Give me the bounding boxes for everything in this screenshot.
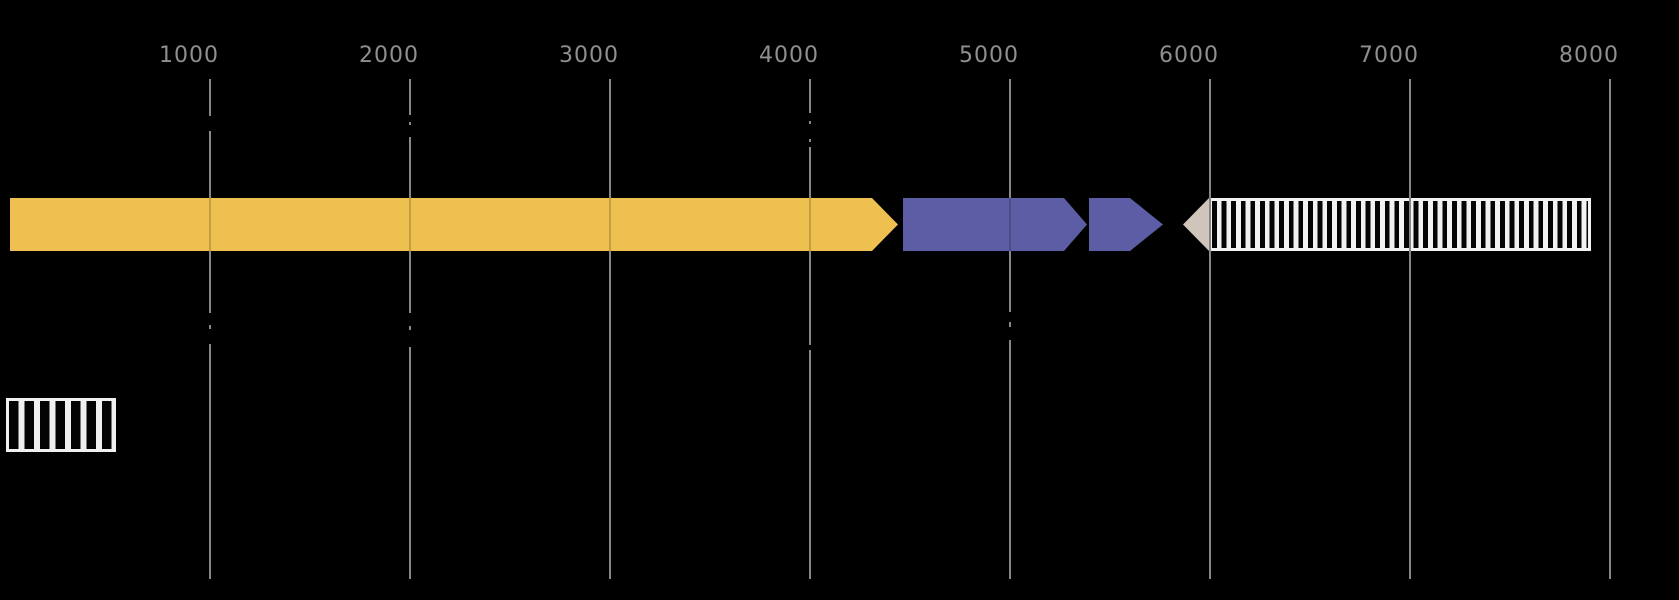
- axis-gridline: [1009, 322, 1011, 327]
- axis-gridline: [209, 79, 211, 116]
- axis-gridline: [409, 122, 411, 125]
- axis-gridline: [1009, 340, 1011, 579]
- axis-tick-label: 1000: [159, 43, 219, 68]
- axis-gridline: [809, 121, 811, 124]
- reverse-arrowhead-icon-feature-4: [1183, 198, 1209, 251]
- axis-gridline: [609, 79, 611, 579]
- gridline-over-feature: [1209, 198, 1211, 251]
- gridline-over-feature: [1409, 198, 1411, 251]
- axis-gridline: [209, 344, 211, 579]
- axis-gridline: [409, 326, 411, 330]
- gene-arrow-feature-1: [10, 198, 898, 251]
- gridline-over-feature: [1009, 198, 1011, 251]
- axis-gridline: [409, 347, 411, 579]
- axis-tick-label: 6000: [1159, 43, 1219, 68]
- axis-gridline: [1209, 79, 1211, 579]
- gridline-over-feature: [609, 198, 611, 251]
- axis-tick-label: 8000: [1559, 43, 1619, 68]
- axis-gridline: [1009, 79, 1011, 312]
- axis-tick-label: 2000: [359, 43, 419, 68]
- hatched-box-feature-5: [6, 398, 116, 452]
- axis-gridline: [409, 79, 411, 115]
- axis-tick-label: 7000: [1359, 43, 1419, 68]
- hatched-body-feature-4: [1209, 198, 1591, 251]
- axis-gridline: [809, 79, 811, 113]
- gene-arrow-feature-3: [1089, 198, 1163, 251]
- gridline-over-feature: [409, 198, 411, 251]
- gridline-over-feature: [809, 198, 811, 251]
- axis-tick-label: 3000: [559, 43, 619, 68]
- gene-arrow-feature-2: [903, 198, 1087, 251]
- axis-gridline: [1609, 79, 1611, 579]
- axis-gridline: [809, 139, 811, 142]
- axis-gridline: [1409, 79, 1411, 579]
- axis-gridline: [809, 350, 811, 579]
- axis-tick-label: 4000: [759, 43, 819, 68]
- axis-gridline: [209, 325, 211, 329]
- axis-tick-label: 5000: [959, 43, 1019, 68]
- gridline-over-feature: [209, 198, 211, 251]
